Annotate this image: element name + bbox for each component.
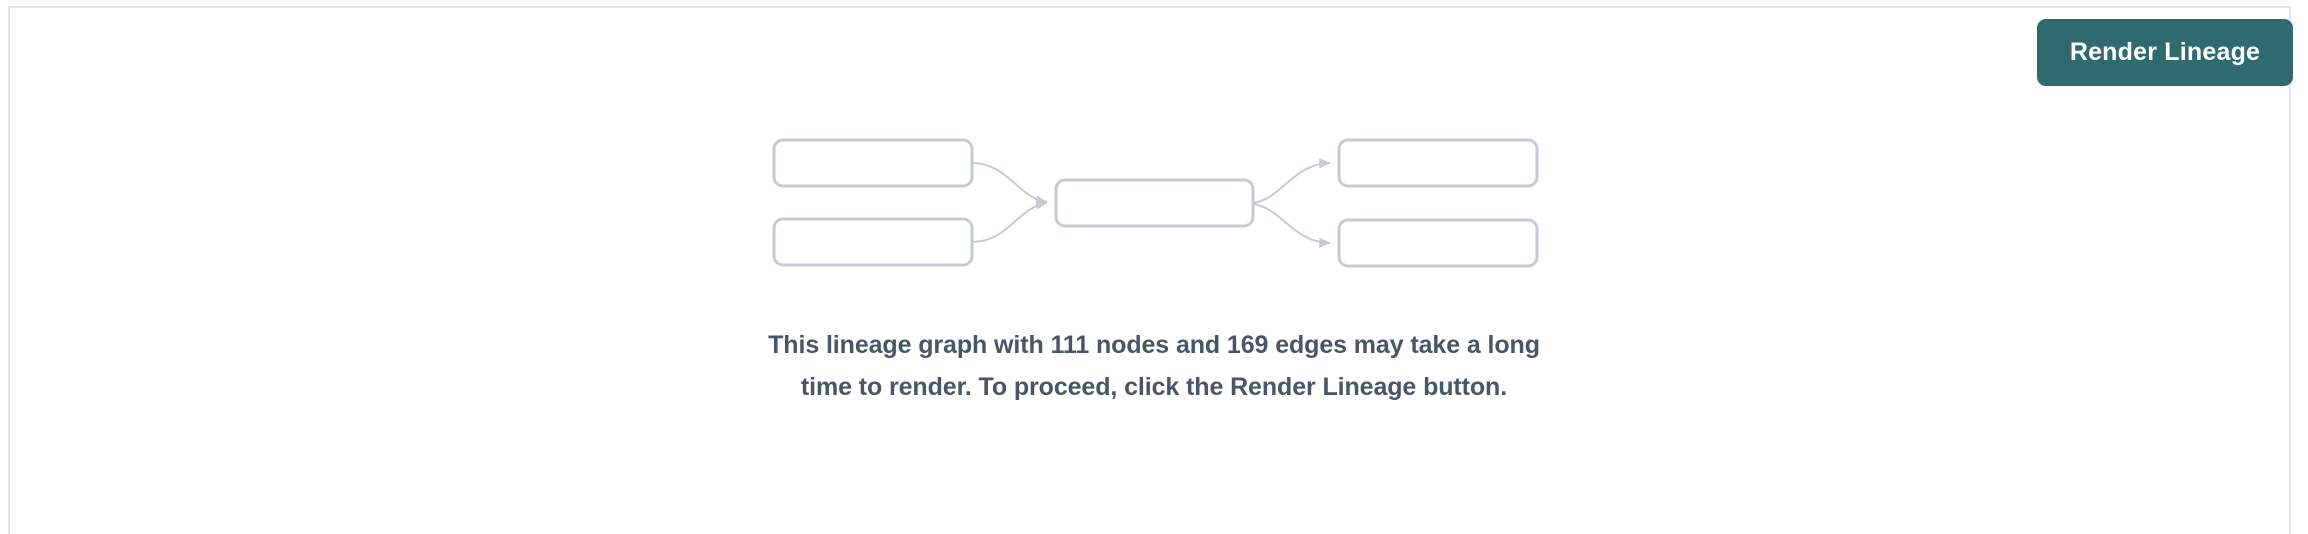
lineage-node-upstream-2 xyxy=(772,217,974,267)
lineage-edge-group xyxy=(971,158,1331,248)
lineage-node-downstream-1 xyxy=(1337,138,1539,188)
edge-focus-to-downstream-2 xyxy=(1252,203,1331,248)
edge-upstream-2-to-focus xyxy=(971,199,1048,243)
lineage-node-upstream-1 xyxy=(772,138,974,188)
lineage-node-downstream-2 xyxy=(1337,218,1539,268)
panel-left-border xyxy=(8,6,10,534)
lineage-graph-placeholder-illustration xyxy=(772,138,1539,268)
edge-upstream-1-to-focus xyxy=(971,162,1048,206)
edge-focus-to-downstream-1 xyxy=(1252,158,1331,204)
lineage-node-group xyxy=(772,138,1539,268)
render-lineage-button[interactable]: Render Lineage xyxy=(2037,19,2293,86)
lineage-node-focus xyxy=(1054,178,1255,228)
empty-state-message: This lineage graph with 111 nodes and 16… xyxy=(768,331,1540,401)
panel-right-border xyxy=(2289,6,2291,534)
panel-top-border xyxy=(8,6,2291,8)
